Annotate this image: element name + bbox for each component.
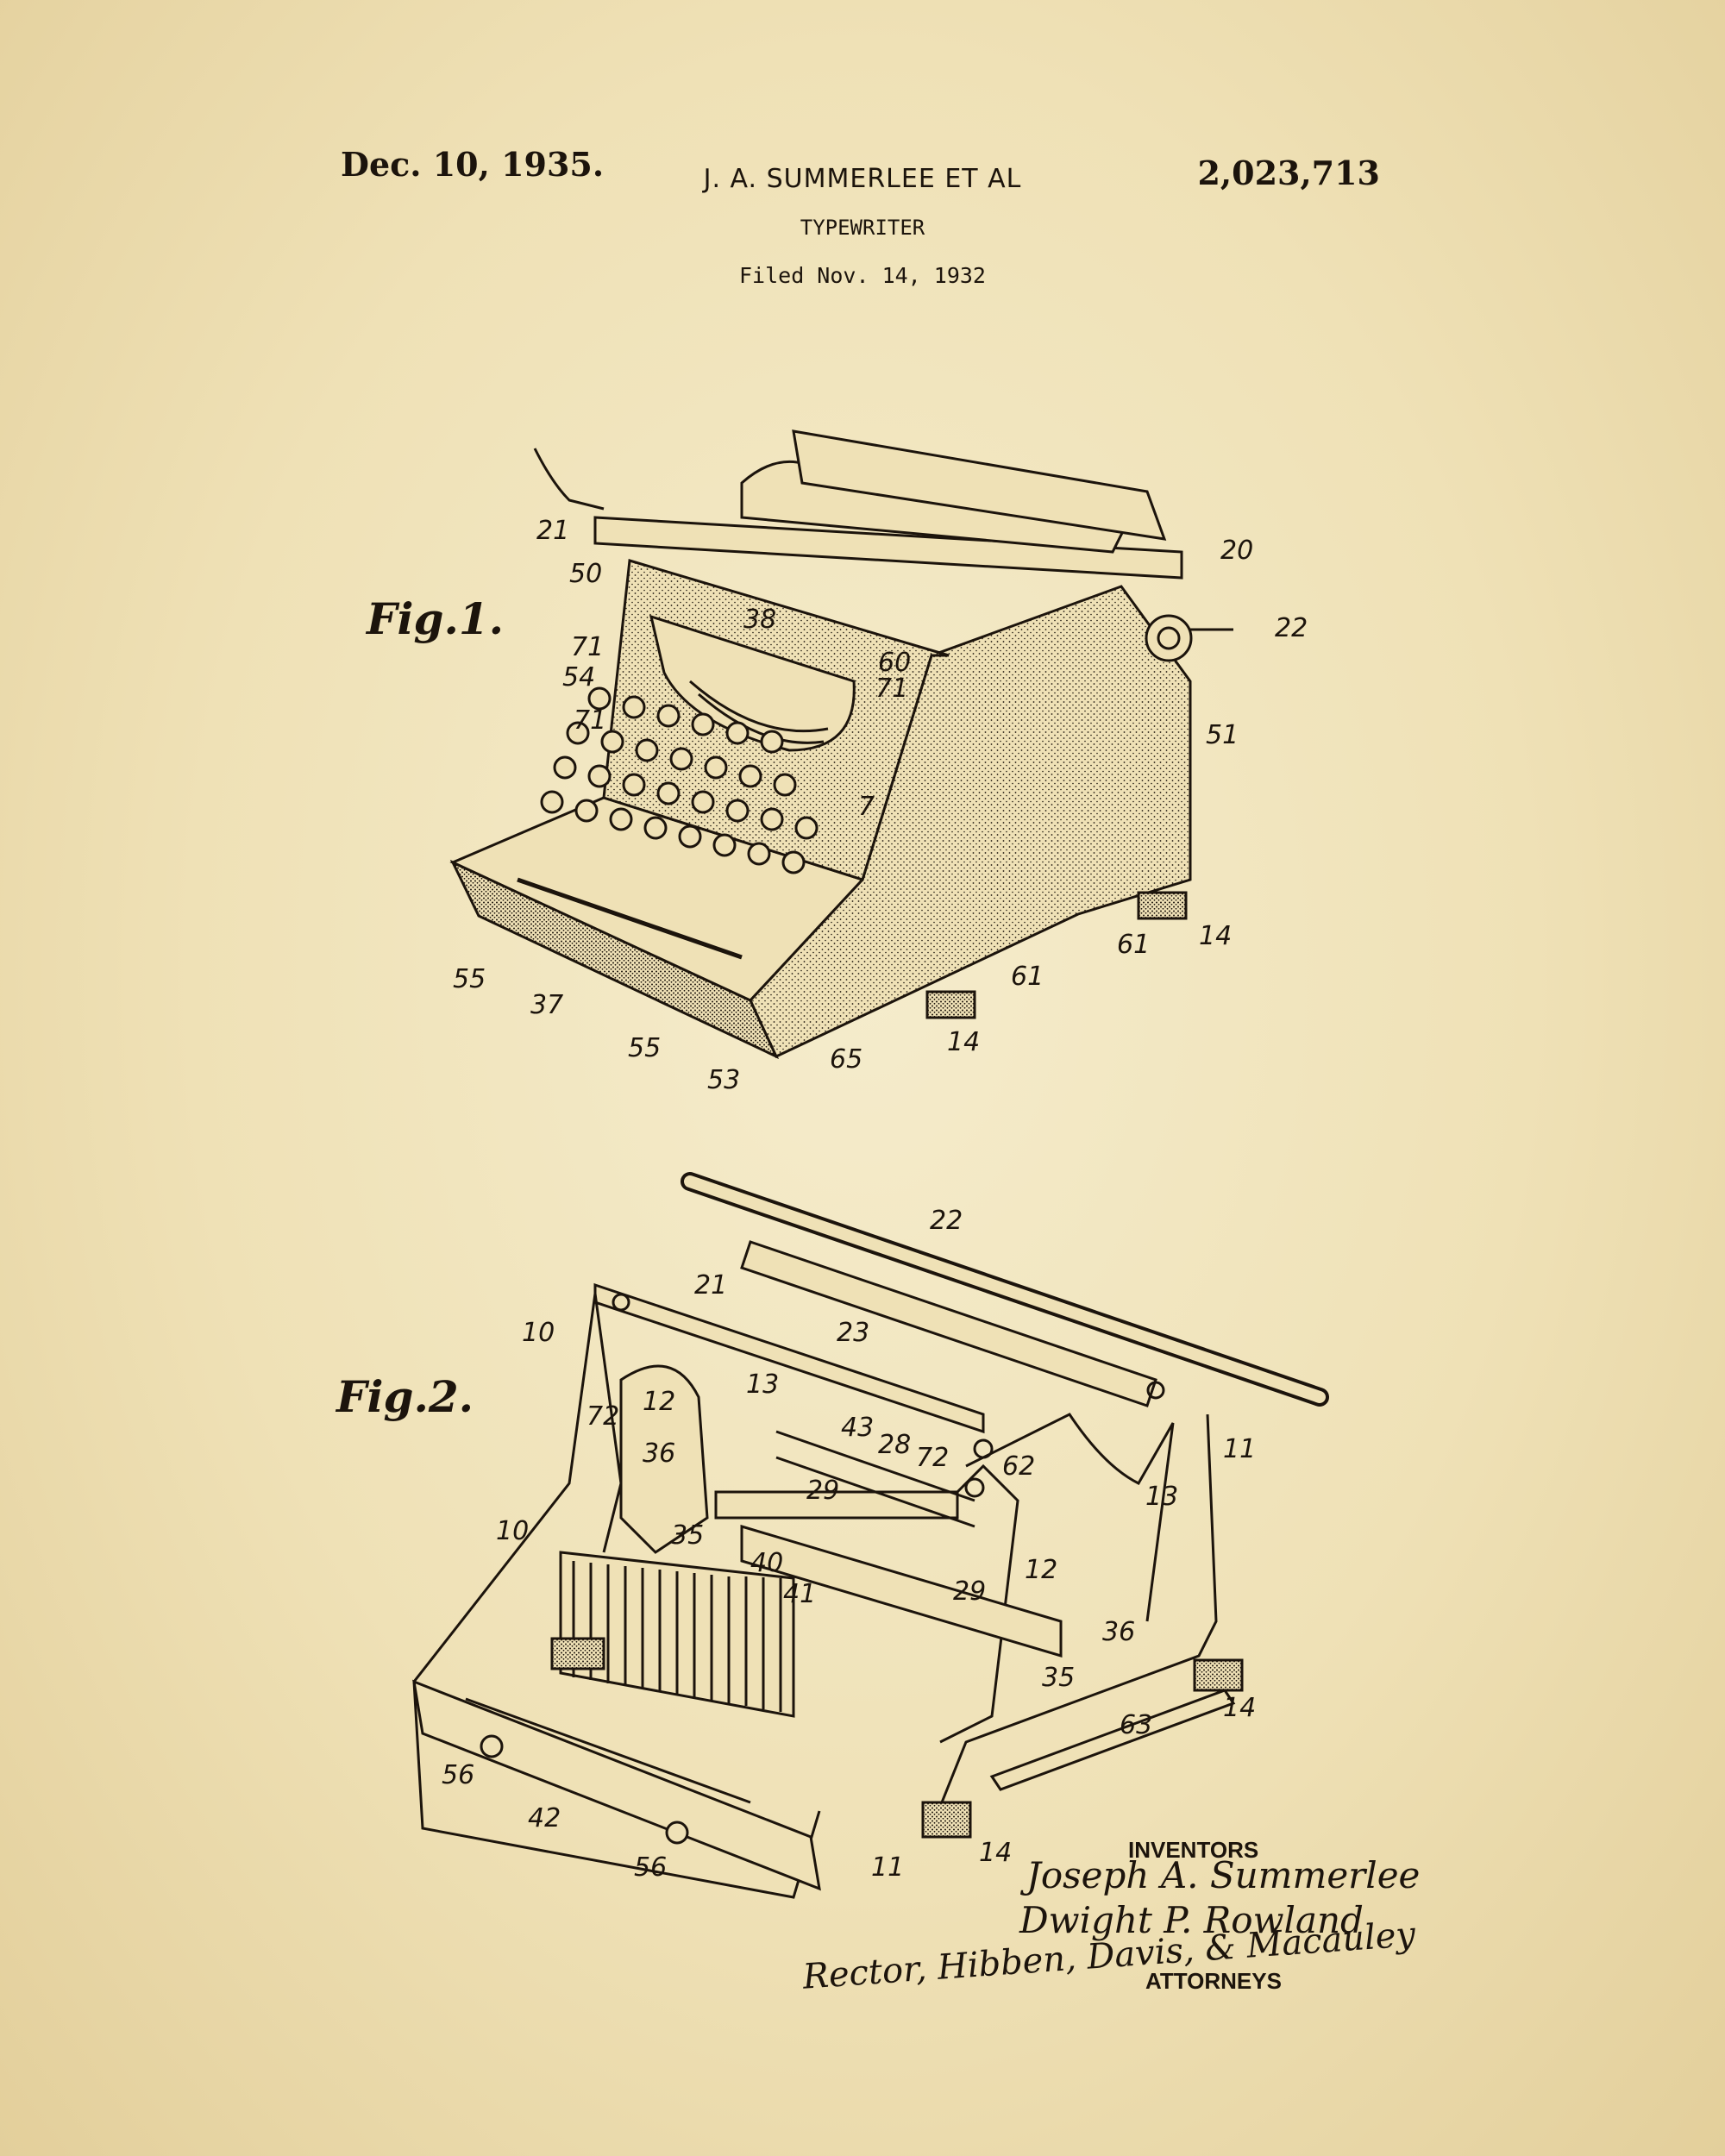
- fig2-ref: 13: [1145, 1482, 1178, 1512]
- fig2-ref: 35: [671, 1520, 704, 1551]
- fig2-ref: 11: [871, 1852, 904, 1883]
- fig2-ref: 10: [496, 1516, 529, 1546]
- figure-1-drawing: [449, 429, 1233, 1060]
- fig2-ref: 36: [1102, 1617, 1135, 1647]
- fig1-ref: 71: [571, 632, 604, 662]
- fig2-ref: 36: [643, 1438, 675, 1469]
- figure-2-ref-numbers: 22 21 10 23 13 72 12 43 28 72 62 11 36 2…: [442, 1206, 1256, 1883]
- fig1-ref: 61: [1117, 930, 1150, 960]
- fig2-ref: 13: [746, 1369, 779, 1400]
- fig1-ref: 37: [530, 990, 563, 1020]
- fig1-ref: 53: [707, 1065, 740, 1095]
- fig2-ref: 29: [806, 1476, 839, 1506]
- fig2-ref: 72: [586, 1401, 619, 1432]
- patent-date: Dec. 10, 1935.: [341, 145, 605, 184]
- fig2-ref: 56: [442, 1760, 474, 1790]
- fig1-ref: 51: [1206, 720, 1239, 750]
- fig2-ref: 40: [750, 1548, 783, 1578]
- fig2-ref: 21: [694, 1270, 727, 1300]
- fig2-ref: 10: [522, 1318, 555, 1348]
- figure-2-drawing: [412, 1172, 1329, 1899]
- fig1-ref: 65: [830, 1044, 862, 1075]
- fig2-ref: 43: [841, 1413, 874, 1443]
- fig1-ref: 7: [858, 792, 875, 822]
- fig1-ref: 22: [1275, 613, 1308, 643]
- figure-1-label: Fig.1.: [367, 593, 505, 644]
- fig2-ref: 35: [1042, 1663, 1075, 1693]
- inventor-signature-2: Dwight P. Rowland: [1019, 1899, 1364, 1941]
- fig1-ref: 21: [536, 516, 569, 546]
- fig2-ref: 56: [634, 1852, 667, 1883]
- filed-date: Filed Nov. 14, 1932: [739, 263, 986, 288]
- fig2-ref: 23: [837, 1318, 869, 1348]
- fig2-ref: 14: [979, 1838, 1012, 1868]
- fig1-ref: 50: [569, 559, 602, 589]
- fig1-ref: 14: [947, 1027, 980, 1057]
- fig1-ref: 20: [1220, 536, 1253, 566]
- fig1-ref: 71: [875, 674, 908, 704]
- fig1-ref: 38: [743, 605, 776, 635]
- inventors-label: INVENTORS: [1128, 1837, 1259, 1863]
- fig2-ref: 72: [916, 1443, 949, 1473]
- fig1-ref: 71: [574, 705, 606, 736]
- fig2-ref: 22: [930, 1206, 963, 1236]
- figure-2-label: Fig.2.: [336, 1371, 474, 1422]
- inventor-signature-1: Joseph A. Summerlee: [1026, 1854, 1421, 1896]
- fig1-ref: 61: [1011, 962, 1044, 992]
- fig2-ref: 29: [953, 1576, 986, 1607]
- inventor-names: J. A. SUMMERLEE ET AL: [703, 164, 1022, 194]
- fig2-ref: 62: [1002, 1451, 1035, 1482]
- fig2-ref: 14: [1223, 1693, 1256, 1723]
- fig1-ref: 55: [453, 964, 486, 994]
- figure-1-ref-numbers: 21 20 50 22 71 38 54 60 71 71 51 7 55 37…: [453, 516, 1308, 1095]
- fig1-ref: 14: [1199, 921, 1232, 951]
- fig1-ref: 60: [878, 648, 911, 678]
- fig2-ref: 42: [528, 1803, 561, 1833]
- fig2-ref: 12: [643, 1387, 675, 1417]
- fig2-ref: 63: [1120, 1710, 1152, 1740]
- attorneys-label: ATTORNEYS: [1145, 1968, 1282, 1994]
- patent-number: 2,023,713: [1197, 154, 1380, 192]
- fig2-ref: 28: [878, 1430, 911, 1460]
- keyboard-keys: [540, 686, 819, 874]
- fig2-ref: 41: [783, 1579, 816, 1609]
- fig2-ref: 12: [1025, 1555, 1057, 1585]
- fig2-ref: 11: [1223, 1434, 1256, 1464]
- invention-title: TYPEWRITER: [800, 216, 925, 240]
- fig1-ref: 55: [628, 1033, 661, 1063]
- fig1-ref: 54: [562, 662, 595, 693]
